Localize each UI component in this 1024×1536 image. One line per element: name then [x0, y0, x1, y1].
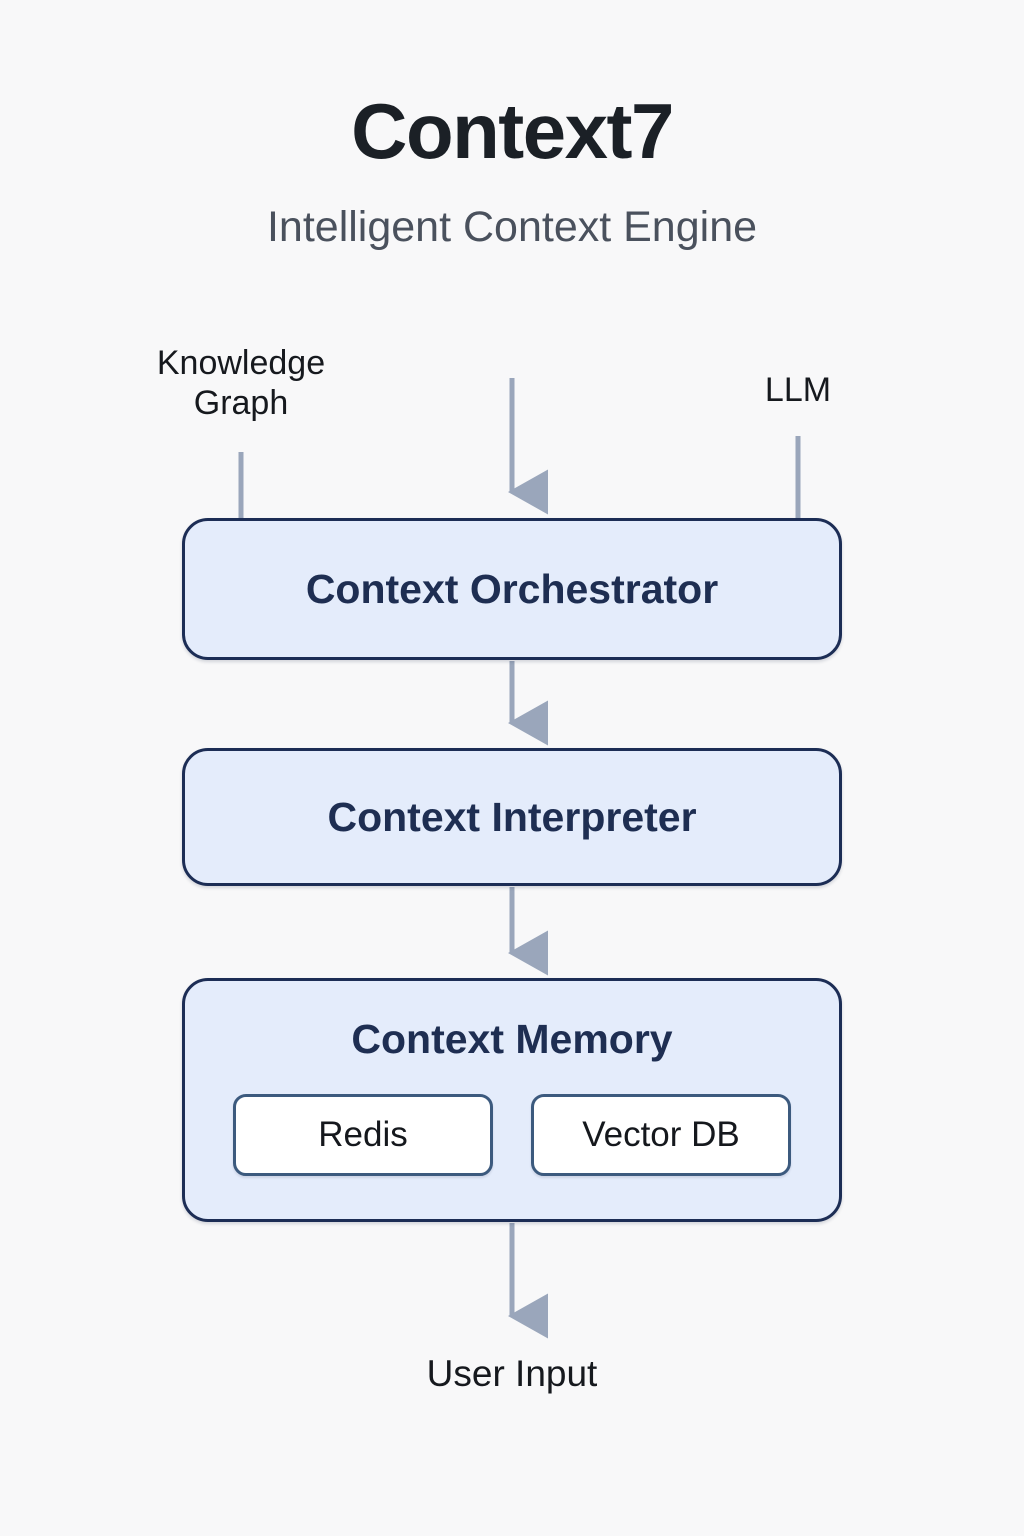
stage-title-context-memory: Context Memory [351, 1016, 673, 1062]
page-subtitle: Intelligent Context Engine [266, 203, 758, 251]
stage-title-context-orchestrator: Context Orchestrator [305, 566, 719, 612]
stage-box-context-memory[interactable]: Context Memory Redis Vector DB [182, 978, 842, 1222]
stage-title-context-interpreter: Context Interpreter [327, 794, 697, 840]
page-title: Context7 [351, 87, 674, 175]
stage-box-context-interpreter[interactable]: Context Interpreter [182, 748, 842, 886]
memory-component-vector-db[interactable]: Vector DB [531, 1094, 791, 1176]
memory-component-redis[interactable]: Redis [233, 1094, 493, 1176]
stage-box-context-orchestrator[interactable]: Context Orchestrator [182, 518, 842, 660]
output-label-user-input: User Input [426, 1353, 598, 1394]
input-label-llm: LLM [764, 371, 832, 409]
input-label-knowledge-graph: Knowledge Graph [156, 344, 326, 423]
memory-component-row: Redis Vector DB [185, 1094, 839, 1176]
